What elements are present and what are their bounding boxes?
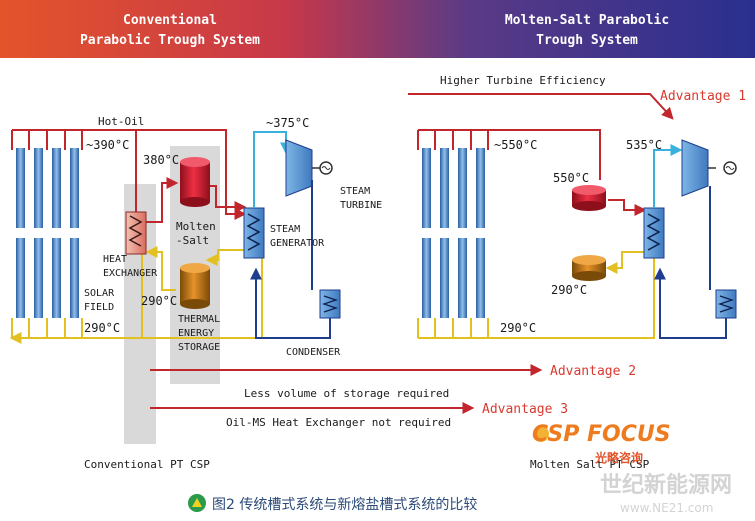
label-sg-1: STEAM [270, 224, 300, 235]
left-cold-tank [180, 263, 210, 309]
left-steam-turbine [285, 139, 333, 197]
right-condenser-loop [654, 186, 727, 339]
label-left-salt-hot: 380°C [143, 153, 179, 167]
label-left-salt-cold: 290°C [141, 294, 177, 308]
label-molten-2: -Salt [176, 234, 209, 247]
label-solar-1: SOLAR [84, 288, 115, 299]
label-right-tank-hot: 550°C [553, 171, 589, 185]
label-right-tank-cold: 290°C [551, 283, 587, 297]
label-tes-3: STORAGE [178, 342, 220, 353]
label-sg-2: GENERATOR [270, 238, 325, 249]
right-steam-generator [643, 207, 665, 259]
label-less-storage: Less volume of storage required [244, 387, 449, 400]
label-turbine-1: STEAM [340, 186, 370, 197]
right-hot-tank [572, 185, 606, 211]
logo-sub: 光略咨询 [594, 450, 643, 465]
right-solar-field [422, 148, 485, 318]
advantage-arrows [150, 93, 674, 414]
right-cold-salt-lines [417, 251, 655, 339]
label-left-turbine-temp: ~375°C [266, 116, 309, 130]
label-tes-2: ENERGY [178, 328, 214, 339]
left-hot-oil-lines [11, 129, 247, 223]
left-steam-generator [243, 207, 265, 259]
right-steam-turbine [681, 139, 737, 197]
label-advantage-3: Advantage 3 [482, 402, 568, 417]
label-no-hx: Oil-MS Heat Exchanger not required [226, 416, 451, 429]
label-higher-eff: Higher Turbine Efficiency [440, 74, 606, 87]
label-turbine-2: TURBINE [340, 200, 382, 211]
watermark-line2: www.NE21.com [620, 501, 713, 515]
label-left-field-hot: ~390°C [86, 138, 129, 152]
header-left-line1: Conventional [123, 13, 217, 28]
label-right-footer: Molten Salt PT CSP [530, 458, 650, 471]
label-tes-1: THERMAL [178, 314, 220, 325]
left-hot-tank [180, 157, 210, 207]
label-advantage-1: Advantage 1 [660, 89, 746, 104]
label-advantage-2: Advantage 2 [550, 364, 636, 379]
left-steam-line [253, 131, 292, 208]
right-hot-salt-lines [417, 129, 647, 216]
left-solar-field [16, 148, 79, 318]
right-steam-line [653, 144, 683, 208]
watermark: 世纪新能源网 www.NE21.com [600, 472, 732, 515]
label-left-field-cold: 290°C [84, 321, 120, 335]
header-right-line1: Molten-Salt Parabolic [505, 13, 669, 28]
label-left-footer: Conventional PT CSP [84, 458, 210, 471]
caption: 图2 传统槽式系统与新熔盐槽式系统的比较 [188, 494, 477, 513]
label-hx-1: HEAT [103, 254, 127, 265]
header-left-line2: Parabolic Trough System [80, 33, 260, 48]
header-band [0, 0, 755, 58]
logo-text: CSP FOCUS [532, 422, 671, 447]
header-right-line2: Trough System [536, 33, 638, 48]
caption-text: 图2 传统槽式系统与新熔盐槽式系统的比较 [212, 497, 477, 513]
csp-focus-logo: CSP FOCUS 光略咨询 [532, 422, 671, 465]
left-condenser [319, 289, 341, 319]
left-heat-exchanger [125, 211, 147, 255]
watermark-line1: 世纪新能源网 [600, 472, 732, 498]
right-condenser [715, 289, 737, 319]
label-hx-2: EXCHANGER [103, 268, 158, 279]
left-condenser-loop [250, 180, 331, 339]
label-hot-oil: Hot-Oil [98, 115, 144, 128]
label-solar-2: FIELD [84, 302, 114, 313]
label-condenser: CONDENSER [286, 347, 341, 358]
label-right-turbine-temp: 535°C [626, 138, 662, 152]
label-molten-1: Molten [176, 220, 216, 233]
label-right-field-hot: ~550°C [494, 138, 537, 152]
label-right-field-cold: 290°C [500, 321, 536, 335]
right-cold-tank [572, 255, 606, 281]
